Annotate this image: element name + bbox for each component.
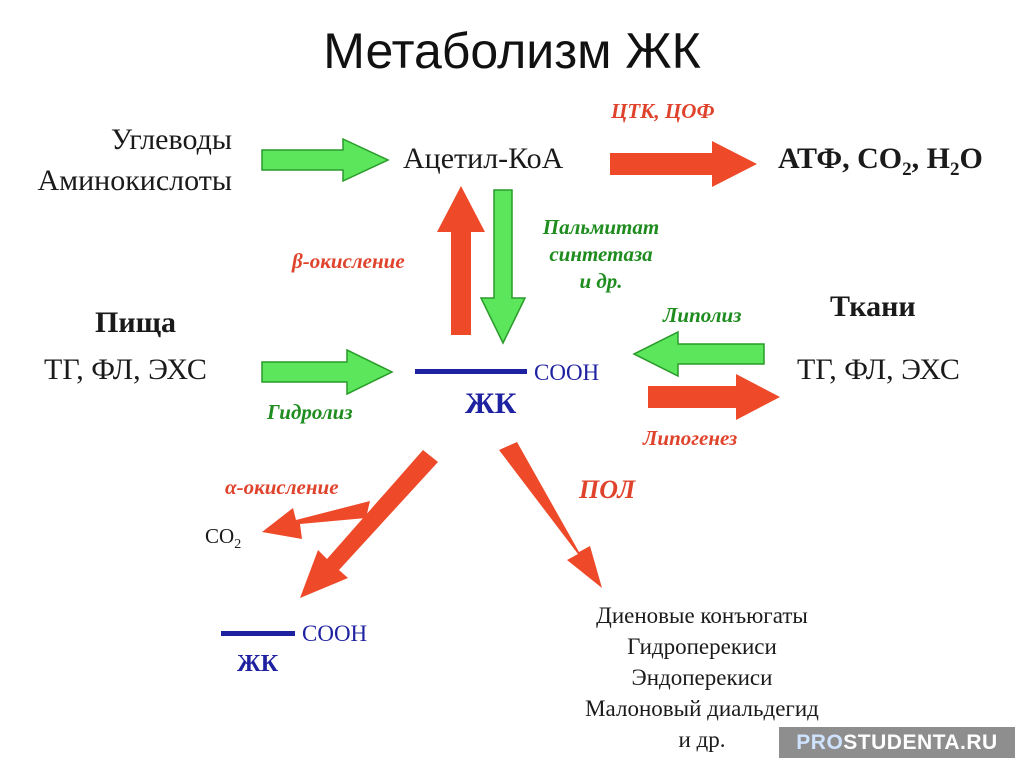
watermark-part-2: STUDENTA.RU (843, 731, 998, 754)
label-ctk-tsof: ЦТК, ЦОФ (611, 99, 715, 123)
node-acetyl-coa: Ацетил-КоА (403, 142, 564, 175)
arrow-alpha-oxidation-co2 (262, 501, 370, 539)
arrow-lipogenesis (648, 374, 780, 420)
product-item: Малоновый диальдегид (585, 696, 819, 721)
product-item: Эндоперекиси (631, 665, 773, 690)
palmitate-line-1: Пальмитат (542, 215, 660, 239)
node-co2: CO2 (205, 524, 241, 553)
arrow-to-atp (610, 141, 757, 187)
product-item: Гидроперекиси (627, 634, 777, 659)
page-title: Метаболизм ЖК (323, 23, 701, 79)
source-carbs: Углеводы (110, 123, 232, 156)
node-atp-co2-h2o: АТФ, СО2, Н2О (778, 142, 983, 181)
peroxidation-products: Диеновые конъюгаты Гидроперекиси Эндопер… (562, 600, 842, 755)
fatty-acid-chain-short (221, 631, 295, 636)
fatty-acid-center-label: ЖК (465, 387, 517, 420)
source-tissues: Ткани (830, 290, 916, 323)
h2o-subscript: 2 (950, 159, 960, 180)
watermark-part-1: PRO (796, 731, 844, 754)
watermark-badge: PROSTUDENTA.RU (779, 727, 1015, 758)
arrow-palmitate-synthesis (479, 189, 527, 345)
label-pol: ПОЛ (579, 475, 636, 504)
water-tail: О (959, 142, 983, 175)
co2-text: CO (205, 524, 235, 548)
arrow-to-acetyl-coa (261, 137, 390, 183)
atp-text: АТФ, СО (778, 142, 903, 175)
product-item: Диеновые конъюгаты (596, 603, 808, 628)
arrow-beta-oxidation (437, 186, 485, 335)
label-palmitate-synthetase: Пальмитат синтетаза и др. (515, 214, 687, 295)
source-food: Пища (95, 306, 176, 339)
palmitate-line-3: и др. (579, 269, 623, 293)
label-lipolysis: Липолиз (663, 303, 742, 327)
palmitate-line-2: синтетаза (549, 242, 653, 266)
fatty-acid-short-label: ЖК (237, 651, 279, 677)
label-lipogenesis: Липогенез (643, 426, 738, 450)
arrow-alpha-oxidation-main (300, 450, 438, 598)
co2-small-subscript: 2 (234, 537, 242, 553)
label-beta-oxidation: β-окисление (292, 249, 405, 273)
fatty-acid-center-cooh: COOH (534, 360, 600, 385)
fatty-acid-short-cooh: COOH (302, 621, 368, 646)
source-food-lipids: ТГ, ФЛ, ЭХС (44, 353, 207, 386)
arrow-pol (499, 442, 602, 588)
label-alpha-oxidation: α-окисление (225, 475, 339, 499)
co2-subscript: 2 (902, 159, 912, 180)
fatty-acid-chain-center (415, 369, 527, 374)
arrow-lipolysis (632, 330, 765, 378)
product-item: и др. (678, 727, 726, 752)
source-tissue-lipids: ТГ, ФЛ, ЭХС (797, 353, 960, 386)
source-aminoacids: Аминокислоты (37, 164, 232, 197)
label-hydrolysis: Гидролиз (267, 400, 353, 424)
atp-tail: , Н (911, 142, 950, 175)
arrow-hydrolysis (261, 348, 394, 396)
